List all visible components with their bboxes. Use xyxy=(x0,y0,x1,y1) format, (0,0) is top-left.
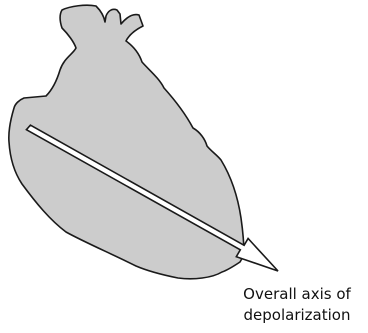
caption-line-2: depolarization xyxy=(226,305,368,326)
caption-line-1: Overall axis of xyxy=(226,284,368,305)
axis-caption: Overall axis of depolarization xyxy=(226,284,368,326)
heart-shape xyxy=(9,5,244,279)
